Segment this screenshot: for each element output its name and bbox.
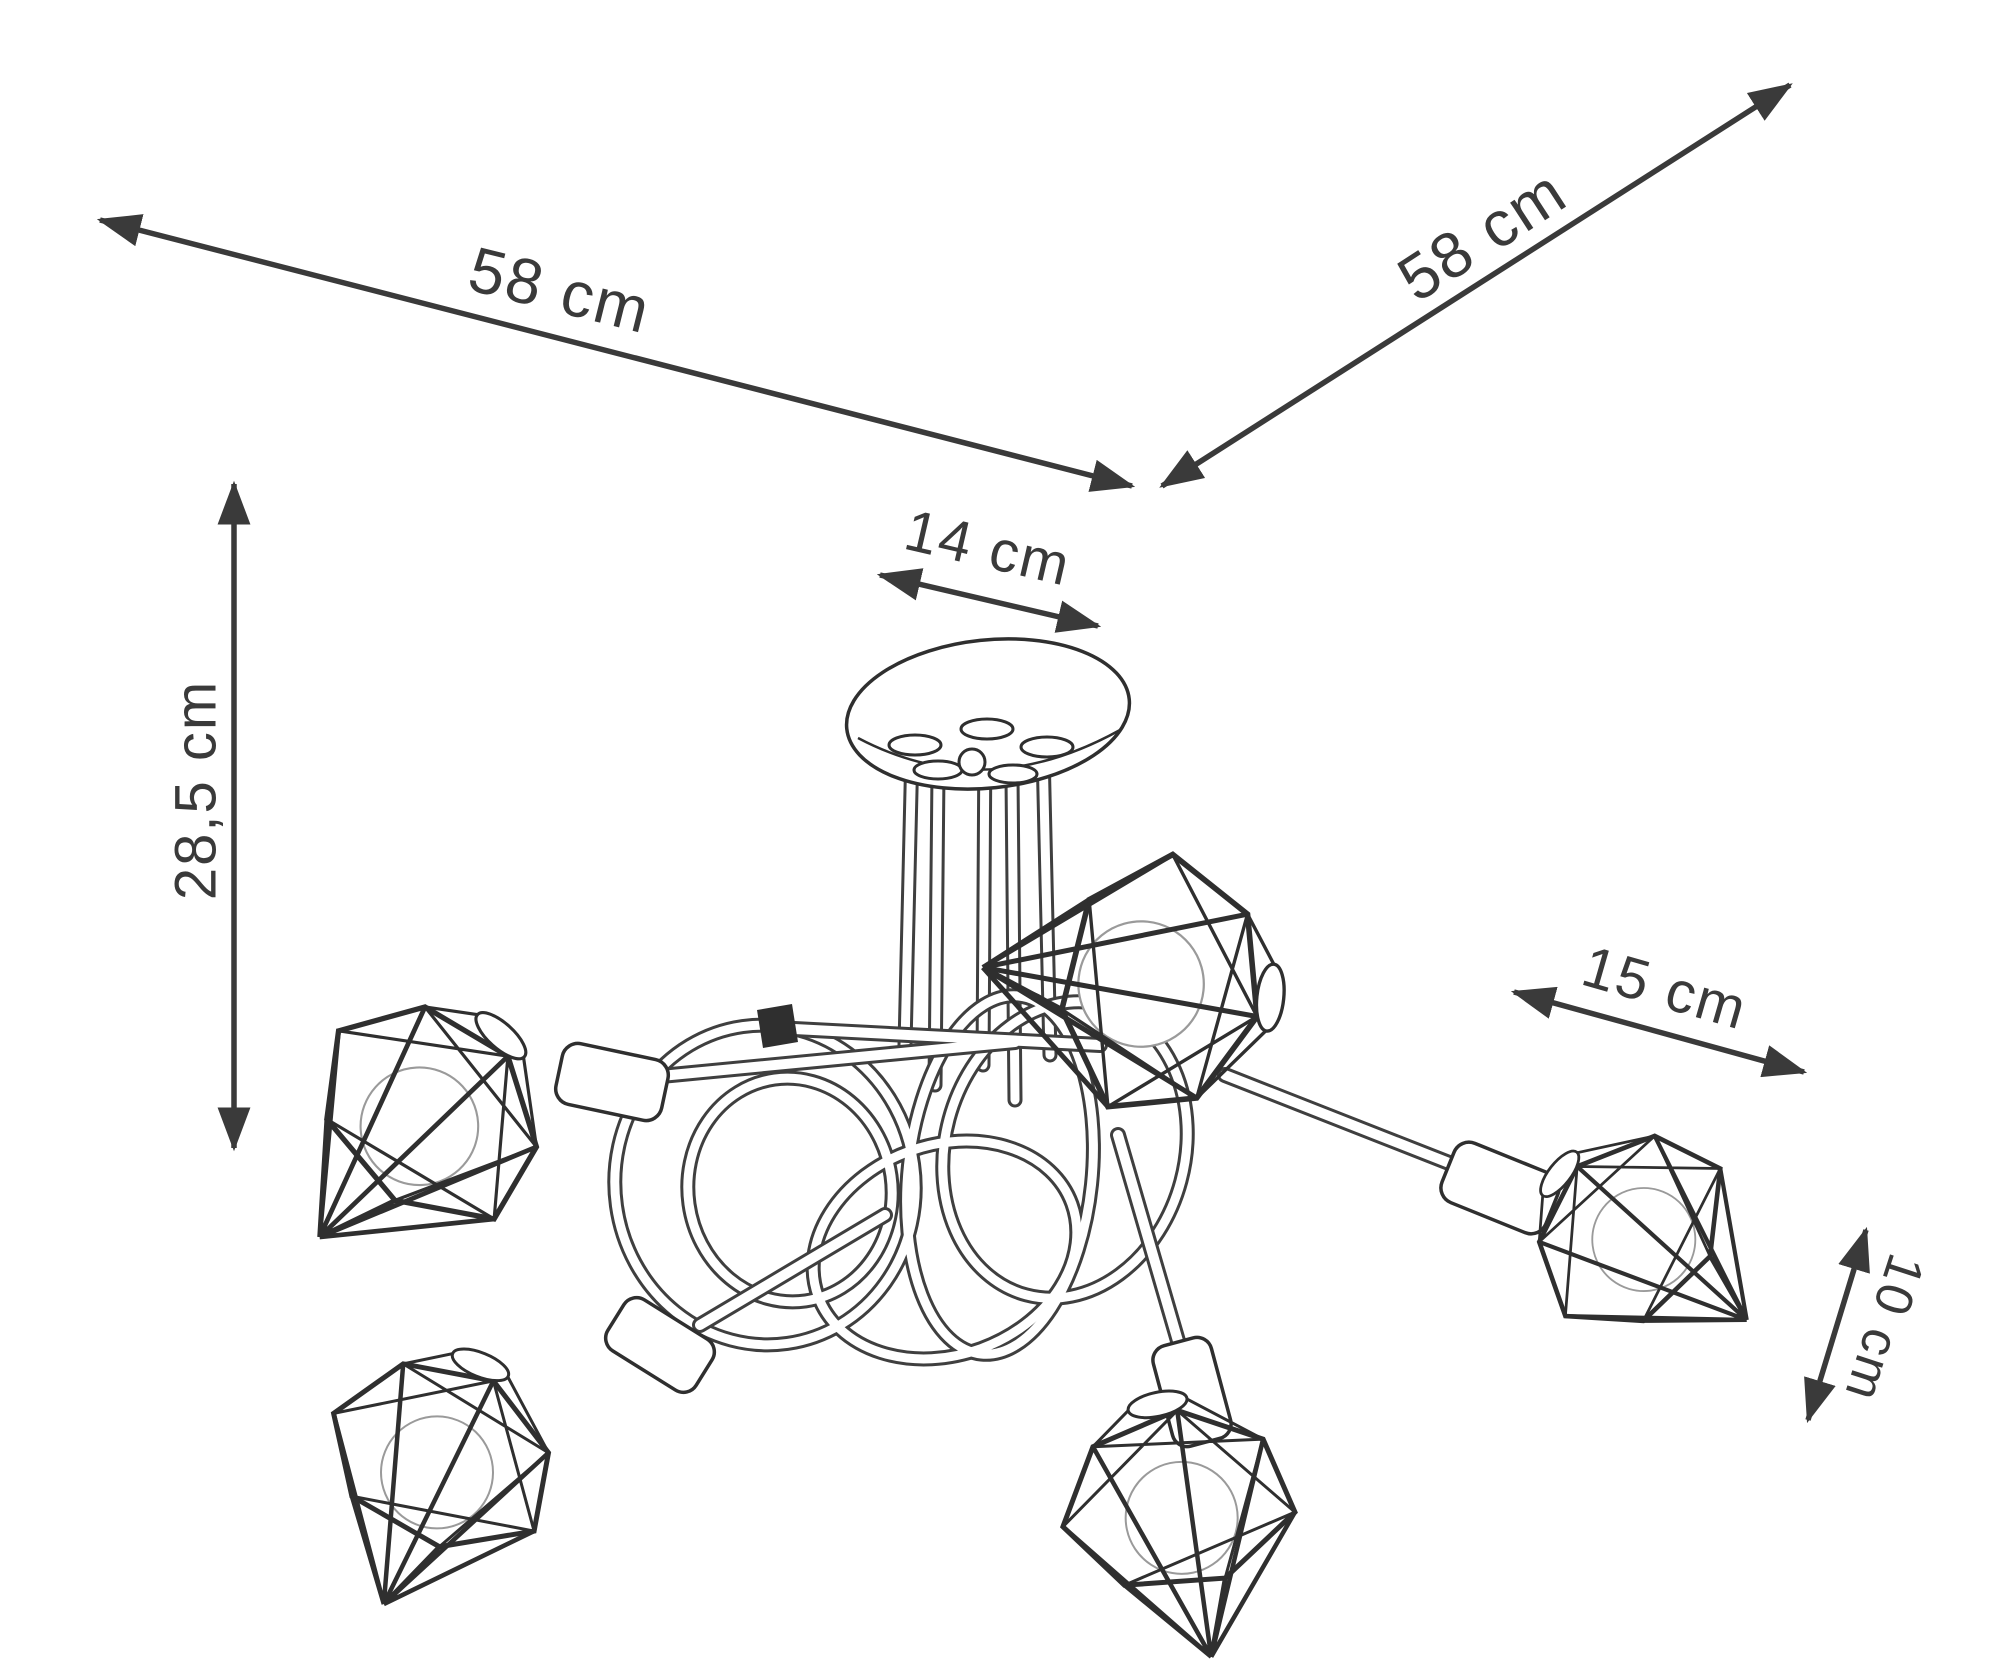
wire-cage-shades <box>228 836 1811 1669</box>
dimension-label-height: 28,5 cm <box>163 679 229 901</box>
dimension-arrows <box>96 82 1870 1424</box>
cage-right-shade <box>1484 1086 1810 1406</box>
shade-arms <box>632 1004 1480 1373</box>
ceiling-canopy <box>844 637 1132 791</box>
cable-gland <box>957 747 987 777</box>
dimension-arrow-depth-right <box>1159 82 1793 489</box>
cage-left-shade <box>228 943 597 1315</box>
dimension-arrow-width-left <box>96 214 1136 492</box>
cage-bottom-left-shade <box>274 1310 588 1646</box>
dimension-arrow-canopy <box>876 568 1102 633</box>
looped-arms <box>607 988 1195 1367</box>
arm-end-cap <box>757 1004 798 1048</box>
cage-bottom-shade <box>1040 1369 1321 1669</box>
dimension-arrow-shade-length <box>1510 986 1808 1078</box>
lamp-sockets <box>553 1041 1561 1449</box>
dimension-arrow-shade-diameter <box>1804 1226 1870 1424</box>
